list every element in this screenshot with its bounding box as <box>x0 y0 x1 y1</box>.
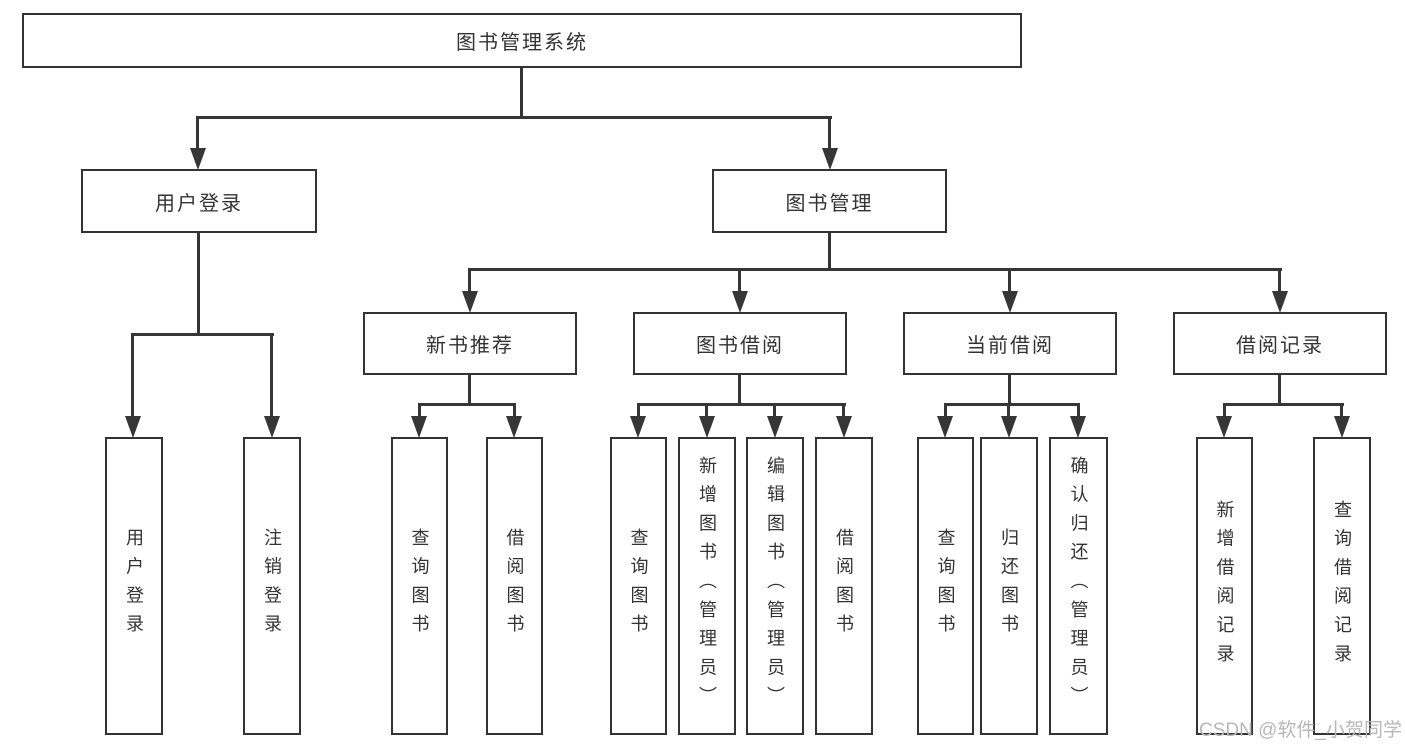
connector-line <box>513 403 516 418</box>
connector-line <box>828 116 831 150</box>
node-new-book-recommend: 新书推荐 <box>363 312 577 375</box>
connector-line <box>637 403 640 418</box>
connector-line <box>773 403 776 418</box>
connector-line <box>828 233 831 271</box>
leaf-query-books: 查询图书 <box>917 437 974 735</box>
arrowhead-icon <box>767 416 783 438</box>
connector-line <box>1077 403 1080 418</box>
connector-line <box>1278 374 1281 405</box>
node-current-borrow: 当前借阅 <box>903 312 1117 375</box>
connector-line <box>738 374 741 405</box>
arrowhead-icon <box>732 291 748 313</box>
arrowhead-icon <box>264 416 280 438</box>
connector-line <box>468 268 471 293</box>
connector-line <box>1007 403 1010 418</box>
arrowhead-icon <box>822 148 838 170</box>
arrowhead-icon <box>1070 416 1086 438</box>
connector-line <box>842 403 845 418</box>
leaf-logout: 注销登录 <box>243 437 301 735</box>
leaf-query-books: 查询图书 <box>391 437 448 735</box>
leaf-query-books: 查询图书 <box>610 437 667 735</box>
connector-line <box>738 268 741 293</box>
connector-line <box>944 403 1080 406</box>
node-book-borrow: 图书借阅 <box>633 312 847 375</box>
node-root: 图书管理系统 <box>22 13 1022 68</box>
arrowhead-icon <box>630 416 646 438</box>
connector-line <box>131 333 274 336</box>
leaf-query-borrow-record: 查询借阅记录 <box>1313 437 1371 735</box>
connector-line <box>520 68 523 117</box>
connector-line <box>1340 403 1343 418</box>
connector-line <box>418 403 516 406</box>
connector-line <box>1008 268 1011 293</box>
connector-line <box>418 403 421 418</box>
leaf-edit-book-admin: 编辑图书（管理员） <box>746 437 804 735</box>
arrowhead-icon <box>411 416 427 438</box>
connector-line <box>1008 374 1011 405</box>
arrowhead-icon <box>836 416 852 438</box>
leaf-borrow-books: 借阅图书 <box>486 437 543 735</box>
arrowhead-icon <box>1272 291 1288 313</box>
arrowhead-icon <box>462 291 478 313</box>
node-book-management: 图书管理 <box>712 169 947 233</box>
connector-line <box>131 333 134 417</box>
node-borrow-record: 借阅记录 <box>1173 312 1387 375</box>
leaf-add-borrow-record: 新增借阅记录 <box>1196 437 1253 735</box>
arrowhead-icon <box>125 416 141 438</box>
connector-line <box>468 374 471 405</box>
leaf-user-login: 用户登录 <box>105 437 163 735</box>
leaf-return-books: 归还图书 <box>980 437 1038 735</box>
connector-line <box>1223 403 1226 418</box>
connector-line <box>1278 268 1281 293</box>
arrowhead-icon <box>1334 416 1350 438</box>
connector-line <box>705 403 708 418</box>
arrowhead-icon <box>506 416 522 438</box>
connector-line <box>197 233 200 334</box>
connector-line <box>196 116 199 150</box>
arrowhead-icon <box>1001 416 1017 438</box>
connector-line <box>468 268 1282 271</box>
watermark-text: CSDN @软件_小贺同学 <box>1199 720 1402 741</box>
connector-line <box>637 403 846 406</box>
arrowhead-icon <box>1216 416 1232 438</box>
arrowhead-icon <box>190 148 206 170</box>
arrowhead-icon <box>699 416 715 438</box>
connector-line <box>197 116 832 119</box>
connector-line <box>944 403 947 418</box>
leaf-confirm-return-admin: 确认归还（管理员） <box>1049 437 1108 735</box>
connector-line <box>1223 403 1344 406</box>
leaf-add-book-admin: 新增图书（管理员） <box>678 437 736 735</box>
arrowhead-icon <box>937 416 953 438</box>
node-user-login: 用户登录 <box>81 169 317 233</box>
arrowhead-icon <box>1002 291 1018 313</box>
leaf-borrow-books: 借阅图书 <box>815 437 873 735</box>
connector-line <box>270 333 273 417</box>
